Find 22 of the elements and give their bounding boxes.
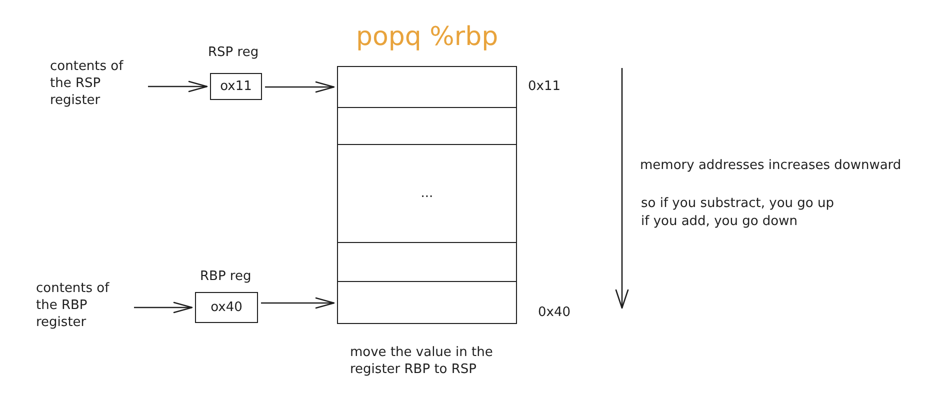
register-label: RSP reg — [208, 44, 259, 61]
note-text: if you add, you go down — [641, 213, 798, 230]
annotation-text: contents of the RBP register — [36, 280, 131, 331]
arrow — [134, 302, 193, 314]
stack-cell: ... — [337, 145, 517, 243]
stack-cell — [337, 66, 517, 108]
title: popq %rbp — [356, 22, 498, 52]
address-label: 0x11 — [528, 78, 561, 95]
caption-text: move the value in the register RBP to RSP — [350, 344, 494, 378]
register-box: ox40 — [195, 292, 258, 323]
note-text: memory addresses increases downward — [640, 157, 902, 174]
stack-cell — [337, 282, 517, 324]
note-text: so if you substract, you go up — [641, 195, 834, 212]
annotation-text: contents of the RSP register — [50, 58, 145, 109]
register-label: RBP reg — [200, 268, 252, 285]
address-label: 0x40 — [538, 304, 571, 321]
arrow — [261, 297, 335, 309]
register-box: ox11 — [210, 73, 262, 100]
stack-cell — [337, 243, 517, 282]
arrow — [148, 80, 208, 92]
stack-cell — [337, 108, 517, 145]
arrow — [265, 81, 335, 93]
